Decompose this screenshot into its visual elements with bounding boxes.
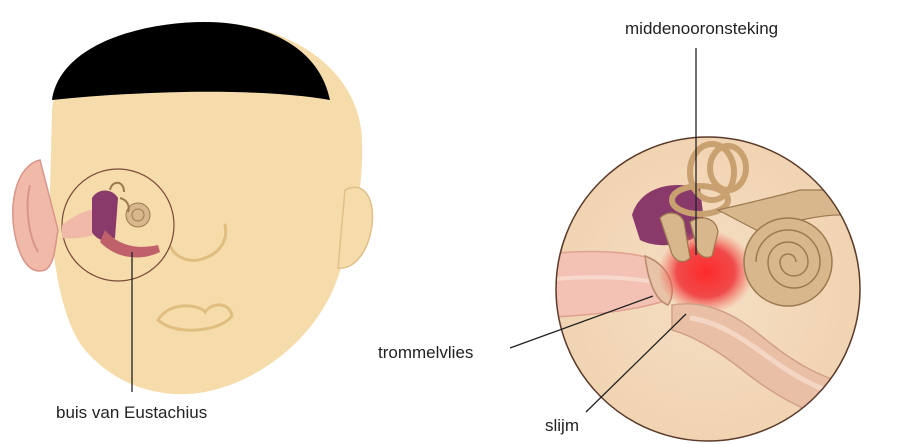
ear-detail-small (62, 169, 174, 281)
label-eardrum: trommelvlies (378, 344, 473, 361)
label-mucus: slijm (545, 417, 579, 434)
label-eustachian-tube: buis van Eustachius (56, 404, 207, 421)
label-middle-ear-infection: middenooronsteking (625, 20, 778, 37)
zoom-illustration (510, 48, 870, 441)
hair (52, 22, 330, 100)
head-illustration (13, 22, 373, 394)
cochlea (744, 218, 832, 306)
